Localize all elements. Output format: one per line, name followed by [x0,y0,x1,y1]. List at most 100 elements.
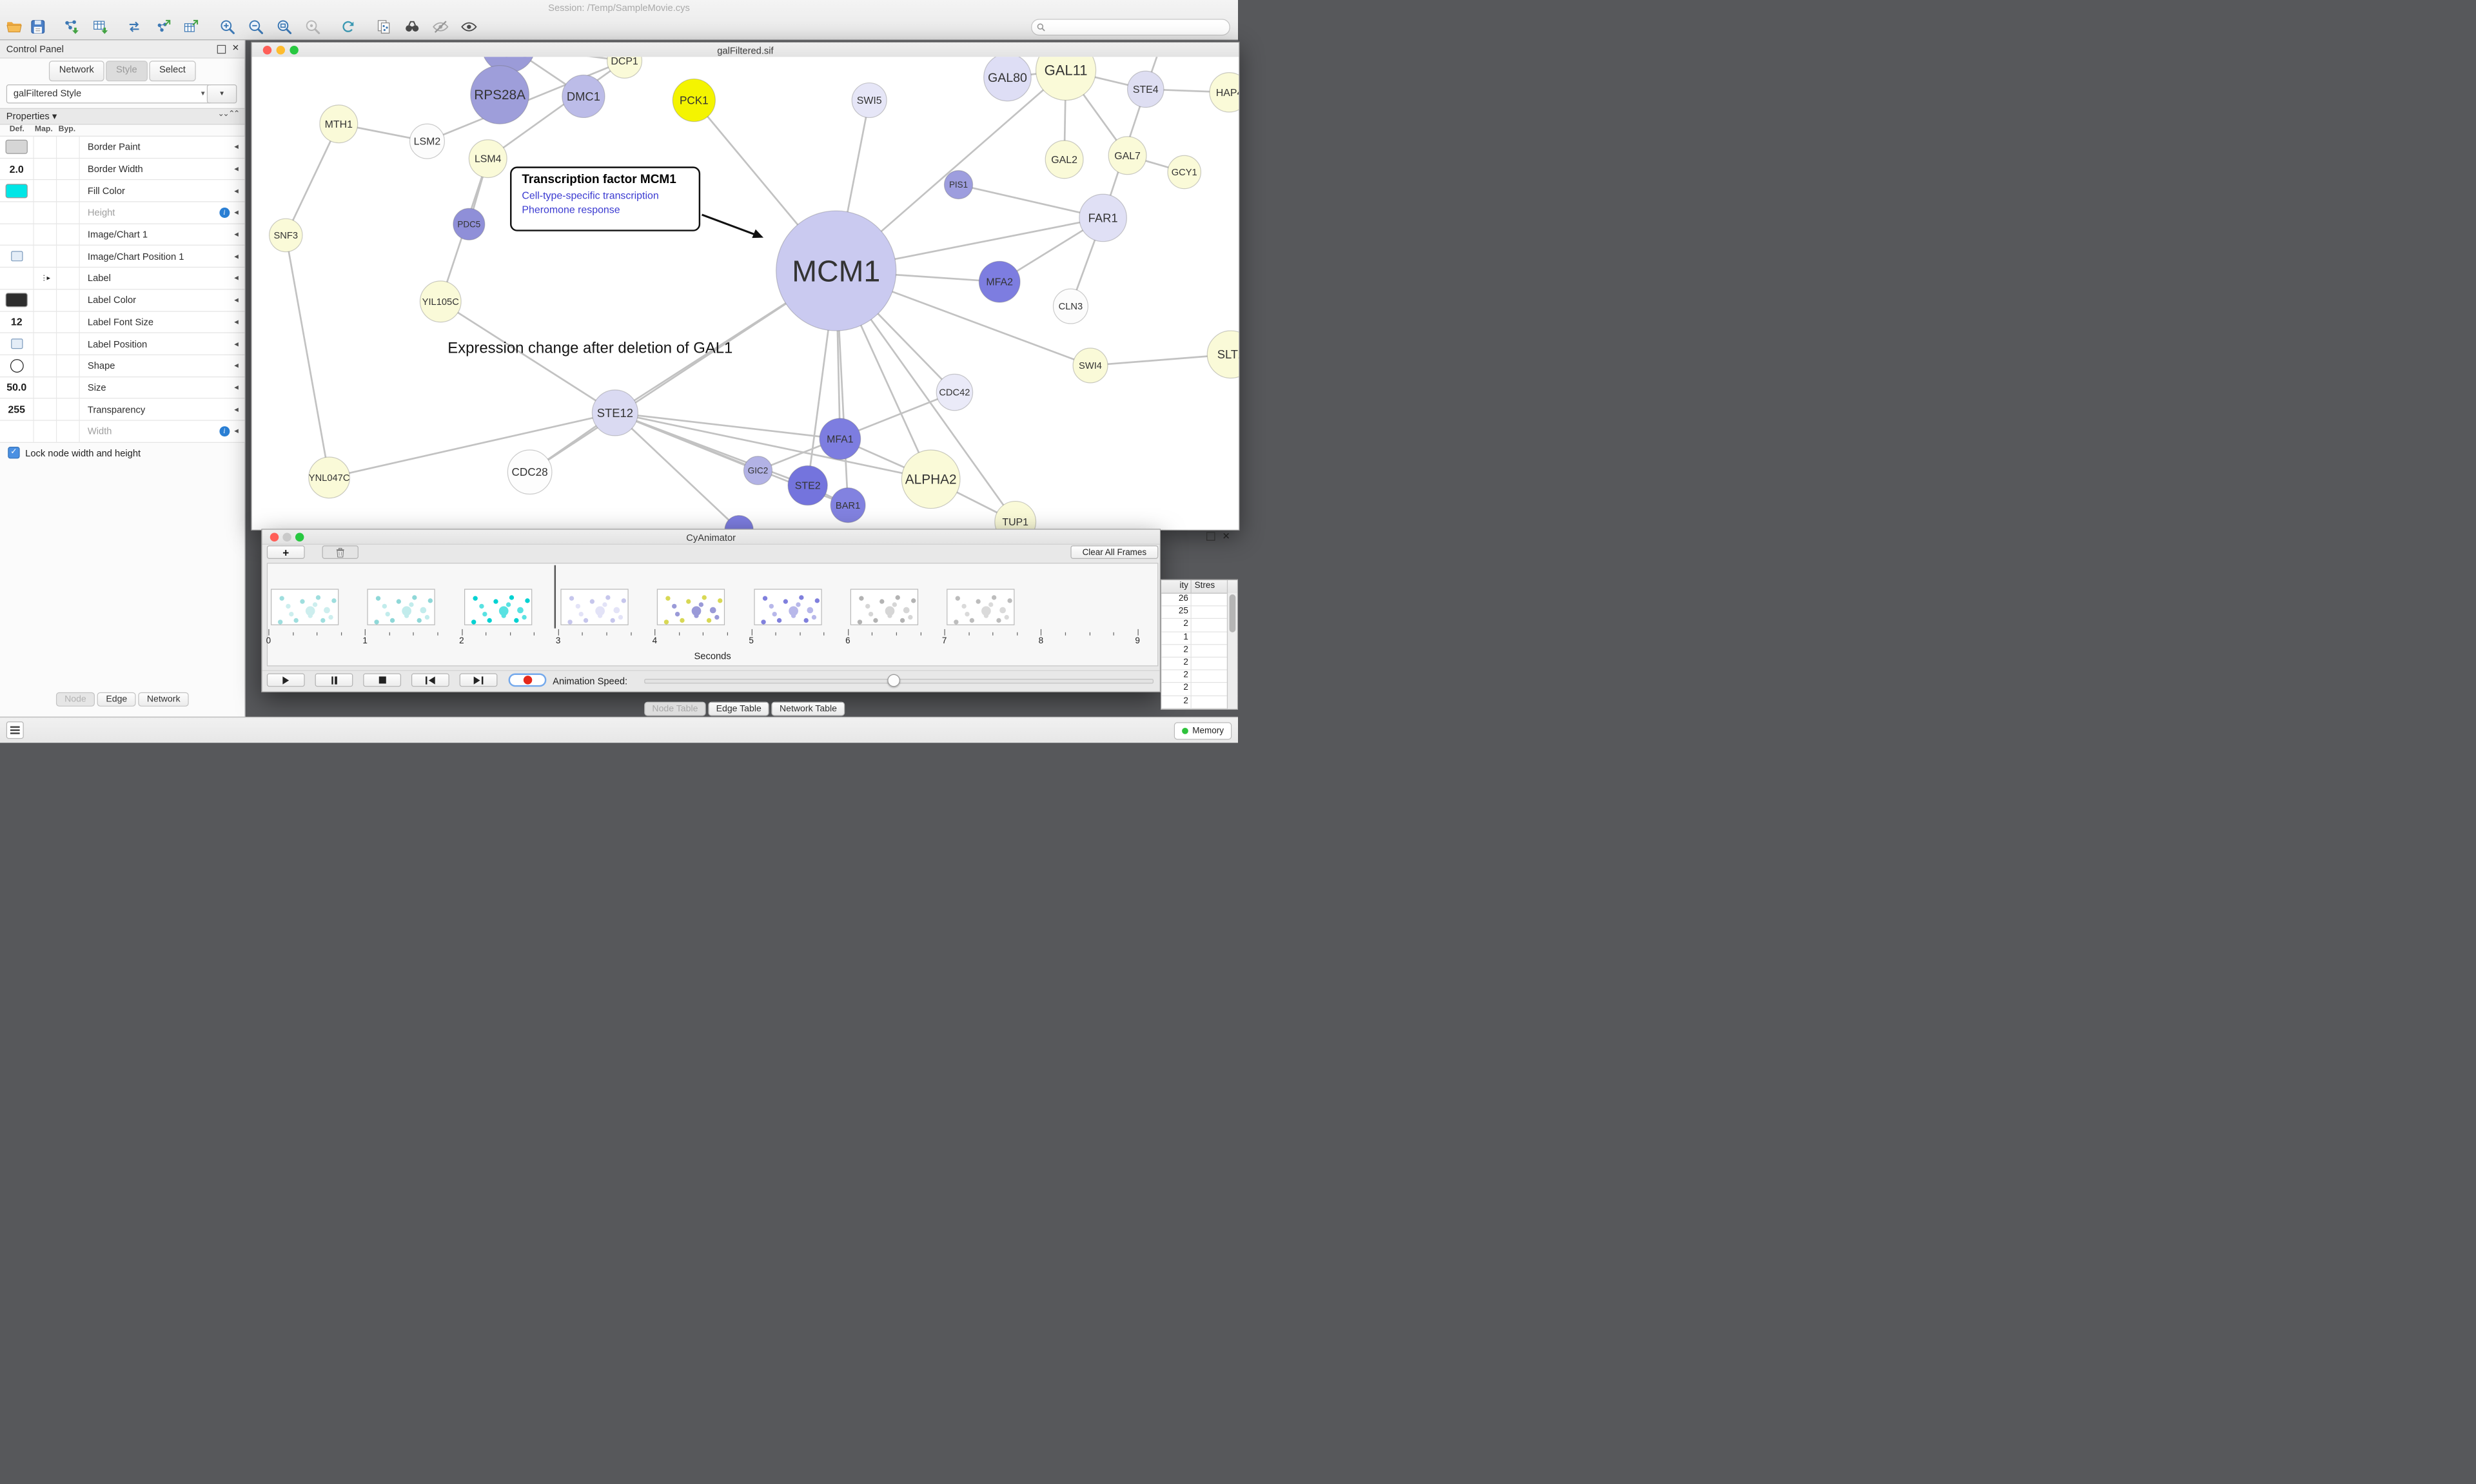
property-default-cell[interactable] [0,268,34,289]
property-default-cell[interactable] [0,420,34,442]
network-edge[interactable] [509,57,625,62]
lock-size-row[interactable]: ✓ Lock node width and height [8,447,141,459]
expand-arrow-icon[interactable]: ◀ [234,319,239,326]
expand-arrow-icon[interactable]: ◀ [234,166,239,172]
network-node[interactable]: FAR1 [1079,193,1127,242]
save-session-icon[interactable] [28,17,48,37]
network-node[interactable]: SWI5 [851,82,887,119]
property-mapping-cell[interactable] [34,376,57,398]
zoom-fit-icon[interactable] [274,17,295,37]
network-window-titlebar[interactable]: galFiltered.sif [251,43,1239,58]
minimize-window-icon[interactable] [276,45,286,54]
table-scrollbar[interactable] [1226,592,1237,709]
float-panel-icon[interactable] [1206,531,1215,541]
frame-thumbnail[interactable] [560,589,629,625]
column-header[interactable]: Stres [1192,580,1228,593]
property-default-cell[interactable] [0,180,34,202]
zoom-selected-icon[interactable] [302,17,323,37]
property-bypass-cell[interactable] [57,136,80,158]
property-mapping-cell[interactable]: ⋮▸ [34,268,57,289]
table-row[interactable]: 2 [1161,645,1237,658]
property-row[interactable]: Image/Chart Position 1◀ [0,246,245,268]
refresh-view-icon[interactable] [338,17,359,37]
table-row[interactable]: 2 [1161,619,1237,632]
tab-select[interactable]: Select [149,61,196,82]
property-mapping-cell[interactable] [34,333,57,355]
property-row[interactable]: Label Color◀ [0,289,245,312]
import-network-icon[interactable] [61,17,81,37]
network-node[interactable]: CLN3 [1052,288,1088,324]
property-mapping-cell[interactable] [34,289,57,311]
property-default-cell[interactable] [0,224,34,246]
property-bypass-cell[interactable] [57,333,80,355]
annotation-box[interactable]: Transcription factor MCM1 Cell-type-spec… [510,166,701,231]
network-node[interactable]: DCP1 [607,57,643,79]
open-session-icon[interactable] [4,17,25,37]
tab-edge-style[interactable]: Edge [97,692,136,707]
network-node[interactable]: MTH1 [319,104,359,144]
record-button[interactable] [508,673,547,687]
expand-arrow-icon[interactable]: ◀ [234,407,239,413]
network-node[interactable]: STE4 [1126,70,1164,108]
property-default-cell[interactable]: 2.0 [0,158,34,180]
frame-thumbnail[interactable] [367,589,436,625]
network-transfer-icon[interactable] [124,17,144,37]
property-default-cell[interactable]: 50.0 [0,376,34,398]
export-table-icon[interactable] [181,17,201,37]
delete-frame-button[interactable] [322,545,359,559]
network-node[interactable]: MCM1 [776,210,897,331]
frame-thumbnail[interactable] [464,589,532,625]
property-default-cell[interactable] [0,136,34,158]
checkbox-checked-icon[interactable]: ✓ [8,447,20,459]
network-node[interactable]: DMC1 [562,74,605,119]
frame-thumbnail[interactable] [753,589,822,625]
network-node[interactable]: PCK1 [672,78,716,122]
frame-thumbnail[interactable] [850,589,918,625]
property-bypass-cell[interactable] [57,180,80,202]
network-graph[interactable]: RPS28ADMC1DCP1PCK1SWI5GAL80GAL11STE4HAP4… [252,57,1239,530]
property-mapping-cell[interactable] [34,420,57,442]
collapse-all-icon[interactable]: ⌄⌄ ⌃⌃ [217,110,241,119]
table-row[interactable]: 26 [1161,593,1237,607]
network-node[interactable] [724,514,754,530]
zoom-in-icon[interactable] [217,17,238,37]
frame-thumbnail[interactable] [271,589,339,625]
minimize-window-icon[interactable] [282,532,291,542]
float-panel-icon[interactable] [217,44,226,54]
network-edge[interactable] [958,184,1103,219]
close-window-icon[interactable] [262,45,272,54]
property-bypass-cell[interactable] [57,246,80,268]
table-row[interactable]: 2 [1161,696,1237,709]
copy-view-icon[interactable] [373,17,394,37]
network-node[interactable]: BAR1 [830,487,866,523]
network-node[interactable]: TUP1 [994,500,1037,530]
table-row[interactable]: 2 [1161,683,1237,696]
style-dropdown[interactable]: galFiltered Style▼ [6,84,212,104]
close-panel-icon[interactable]: ✕ [231,43,240,54]
table-row[interactable]: 1 [1161,632,1237,645]
search-input[interactable] [1048,21,1225,33]
property-default-cell[interactable] [0,333,34,355]
property-bypass-cell[interactable] [57,311,80,333]
network-node[interactable]: SWI4 [1072,347,1108,384]
table-row[interactable]: 25 [1161,606,1237,620]
frame-thumbnail[interactable] [657,589,725,625]
network-node[interactable]: GCY1 [1167,155,1202,190]
network-node[interactable]: SLT2 [1206,330,1239,379]
network-node[interactable]: LSM4 [468,139,507,179]
info-icon[interactable]: i [219,207,230,218]
property-default-cell[interactable] [0,246,34,268]
tab-node-table[interactable]: Node Table [644,701,706,716]
stop-button[interactable] [363,673,402,687]
skip-to-start-button[interactable] [411,673,449,687]
network-node[interactable]: MFA2 [978,260,1021,303]
expand-arrow-icon[interactable]: ◀ [234,429,239,434]
property-bypass-cell[interactable] [57,268,80,289]
property-row[interactable]: ⋮▸Label◀ [0,268,245,290]
network-node[interactable]: SNF3 [268,218,303,253]
property-default-cell[interactable] [0,202,34,224]
info-icon[interactable]: i [219,425,230,436]
network-edge[interactable] [487,60,625,160]
